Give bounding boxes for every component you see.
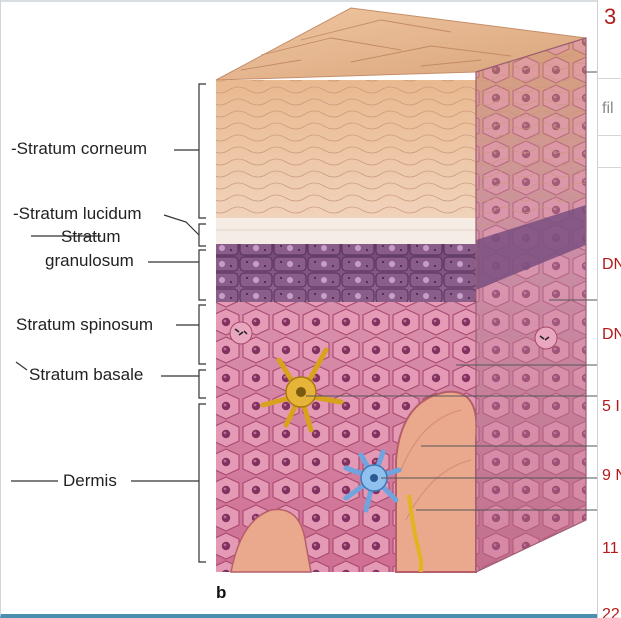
label-stratum-corneum: -Stratum corneum <box>11 139 148 158</box>
label-dermis: Dermis <box>63 471 117 490</box>
melanocyte-cell-icon <box>260 347 344 433</box>
right-column-item[interactable]: DN <box>602 326 621 343</box>
label-stratum-spinosum: Stratum spinosum <box>16 315 153 334</box>
label-stratum-lucidum: -Stratum lucidum <box>13 204 142 223</box>
right-column-item[interactable]: 9 N <box>602 467 621 484</box>
divider <box>598 167 621 168</box>
label-stratum-basale: Stratum basale <box>29 365 144 384</box>
divider <box>598 78 621 79</box>
skin-diagram-panel: -Stratum corneum -Stratum lucidum Stratu… <box>0 0 597 618</box>
right-column-item[interactable]: 22 <box>602 606 620 618</box>
right-column: 3 fil DN DN 5 I 9 N 11 22 <box>597 0 621 618</box>
right-column-item[interactable]: 11 <box>602 540 619 557</box>
right-column-heading-number: 3 <box>604 4 617 29</box>
epidermis-block-illustration <box>11 7 597 573</box>
top-rule <box>1 0 597 2</box>
label-stratum-lucidum-text: Stratum lucidum <box>18 204 142 223</box>
label-stratum-granulosum-line1: Stratum <box>61 227 121 246</box>
mitotic-cell-icon <box>229 321 558 350</box>
divider <box>598 135 621 136</box>
filter-input-fragment[interactable]: fil <box>602 100 614 117</box>
panel-letter: b <box>216 583 227 602</box>
label-stratum-granulosum-line2: granulosum <box>45 251 134 270</box>
right-column-item[interactable]: 5 I <box>602 398 620 415</box>
right-column-item[interactable]: DN <box>602 256 621 273</box>
